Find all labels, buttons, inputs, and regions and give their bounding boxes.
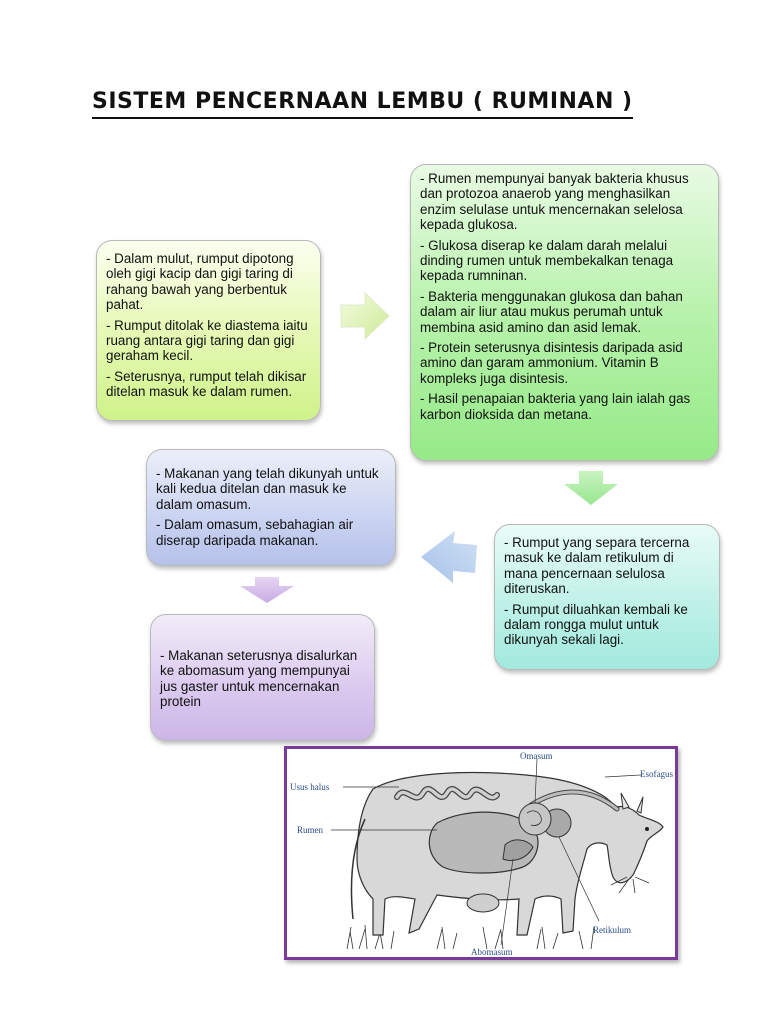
- step-reticulum-box: - Rumput yang separa tercerna masuk ke d…: [494, 524, 720, 670]
- step-text: - Hasil penapaian bakteria yang lain ial…: [420, 391, 709, 422]
- arrow-right-icon: [339, 291, 391, 341]
- step-rumen-box: - Rumen mempunyai banyak bakteria khusus…: [410, 164, 719, 461]
- step-text: - Glukosa diserap ke dalam darah melalui…: [420, 238, 709, 284]
- arrow-down-icon: [563, 470, 619, 506]
- cow-illustration: Usus halus Rumen Omasum Esofagus Retikul…: [287, 749, 675, 957]
- step-mouth-box: - Dalam mulut, rumput dipotong oleh gigi…: [96, 240, 321, 421]
- step-text: - Makanan seterusnya disalurkan ke aboma…: [160, 648, 365, 710]
- grass-icon: [347, 925, 594, 949]
- arrow-left-icon: [419, 529, 479, 585]
- step-text: - Makanan yang telah dikunyah untuk kali…: [156, 466, 386, 512]
- step-abomasum-box: - Makanan seterusnya disalurkan ke aboma…: [150, 614, 375, 741]
- udder: [467, 894, 499, 912]
- eye: [645, 827, 649, 831]
- step-text: - Dalam mulut, rumput dipotong oleh gigi…: [106, 251, 311, 313]
- page-title: SISTEM PENCERNAAN LEMBU ( RUMINAN ): [92, 88, 633, 119]
- label-rumen: Rumen: [297, 825, 323, 835]
- step-text: - Rumput diluahkan kembali ke dalam rong…: [504, 602, 710, 648]
- cow-digestive-diagram: Usus halus Rumen Omasum Esofagus Retikul…: [284, 746, 678, 960]
- step-text: - Protein seterusnya disintesis daripada…: [420, 340, 709, 386]
- step-text: - Rumput ditolak ke diastema iaitu ruang…: [106, 318, 311, 364]
- label-abomasum: Abomasum: [471, 947, 513, 957]
- label-retikulum: Retikulum: [593, 925, 631, 935]
- label-omasum: Omasum: [520, 751, 553, 761]
- step-omasum-box: - Makanan yang telah dikunyah untuk kali…: [146, 449, 396, 566]
- arrow-down-icon: [239, 576, 295, 604]
- step-text: - Dalam omasum, sebahagian air diserap d…: [156, 517, 386, 548]
- label-esofagus: Esofagus: [640, 769, 673, 779]
- step-text: - Seterusnya, rumput telah dikisar ditel…: [106, 369, 311, 400]
- omasum: [519, 803, 551, 835]
- step-text: - Bakteria menggunakan glukosa dan bahan…: [420, 289, 709, 335]
- step-text: - Rumen mempunyai banyak bakteria khusus…: [420, 171, 709, 233]
- step-text: - Rumput yang separa tercerna masuk ke d…: [504, 535, 710, 597]
- label-usus-halus: Usus halus: [290, 782, 330, 792]
